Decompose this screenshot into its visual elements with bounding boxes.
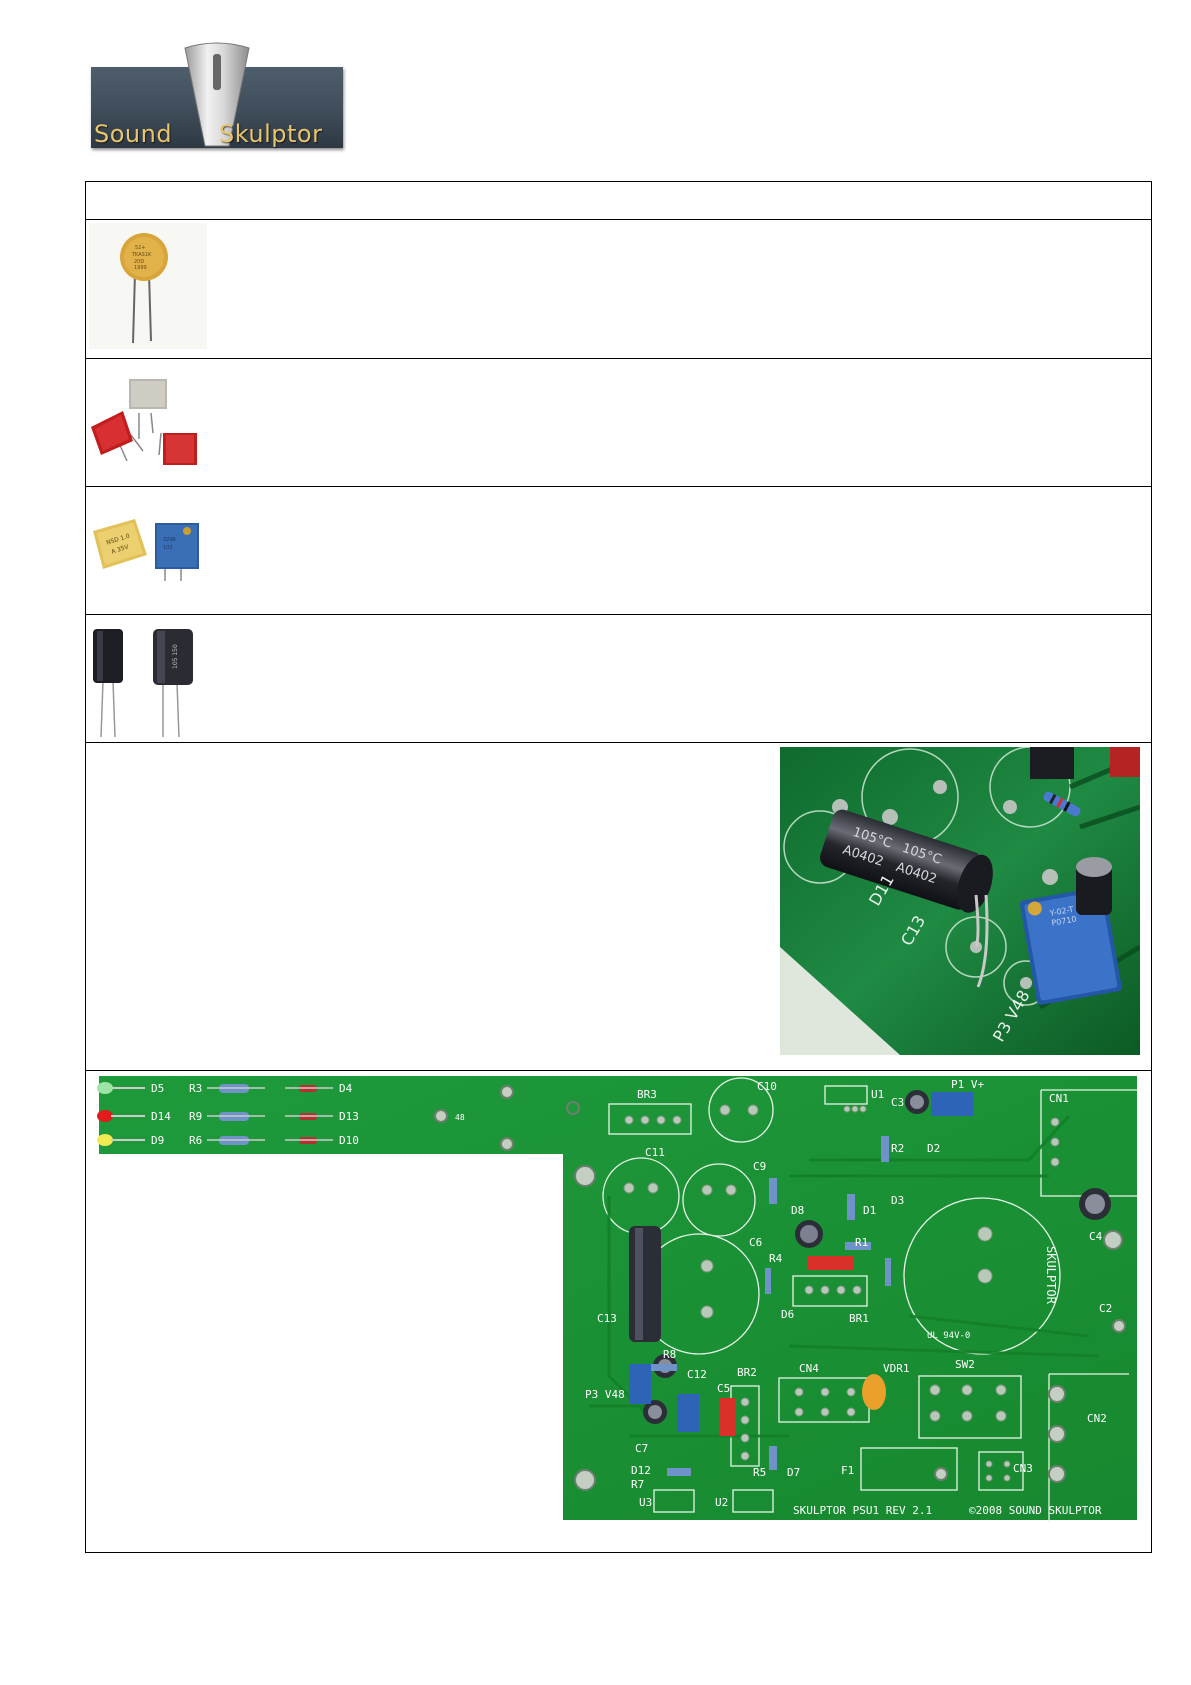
svg-text:SW2: SW2 xyxy=(955,1358,975,1371)
svg-text:VDR1: VDR1 xyxy=(883,1362,910,1375)
svg-text:F1: F1 xyxy=(841,1464,854,1477)
svg-text:R3: R3 xyxy=(189,1082,202,1095)
svg-text:CN3: CN3 xyxy=(1013,1462,1033,1475)
svg-text:CN1: CN1 xyxy=(1049,1092,1069,1105)
table-row: 52+ TKAS1K 20D 1999 xyxy=(86,220,1151,359)
svg-text:U1: U1 xyxy=(871,1088,884,1101)
svg-text:D1: D1 xyxy=(863,1204,876,1217)
svg-text:D10: D10 xyxy=(339,1134,359,1147)
svg-text:C2: C2 xyxy=(1099,1302,1112,1315)
sound-skulptor-logo: Sound Skulptor xyxy=(91,40,343,150)
svg-text:P1 V+: P1 V+ xyxy=(951,1078,984,1091)
svg-text:Y-02-T: Y-02-T xyxy=(1048,905,1074,918)
svg-text:U3: U3 xyxy=(639,1496,652,1509)
svg-text:D8: D8 xyxy=(791,1204,804,1217)
table-row xyxy=(86,359,1151,487)
svg-text:R7: R7 xyxy=(631,1478,644,1491)
svg-text:D6: D6 xyxy=(781,1308,794,1321)
svg-text:C6: C6 xyxy=(749,1236,762,1249)
svg-text:P3 V48: P3 V48 xyxy=(585,1388,625,1401)
svg-text:D4: D4 xyxy=(339,1082,353,1095)
table-row: 105 150 xyxy=(86,615,1151,743)
svg-text:D5: D5 xyxy=(151,1082,164,1095)
knob-icon xyxy=(184,42,250,147)
svg-text:C7: C7 xyxy=(635,1442,648,1455)
logo-word-skulptor: Skulptor xyxy=(219,120,323,148)
svg-text:TKAS1K: TKAS1K xyxy=(131,252,152,258)
svg-text:R8: R8 xyxy=(663,1348,676,1361)
svg-text:D13: D13 xyxy=(339,1110,359,1123)
svg-text:R4: R4 xyxy=(769,1252,783,1265)
svg-text:UL 94V-0: UL 94V-0 xyxy=(927,1331,970,1341)
svg-text:C4: C4 xyxy=(1089,1230,1103,1243)
svg-text:105 150: 105 150 xyxy=(172,644,179,669)
table-row: NSD 1.0 A 35V 3296 103 xyxy=(86,487,1151,615)
svg-text:103: 103 xyxy=(163,545,173,551)
tantalum-capacitor-and-trimmer-image: NSD 1.0 A 35V 3296 103 xyxy=(89,511,207,591)
svg-text:R9: R9 xyxy=(189,1110,202,1123)
svg-text:SKULPTOR PSU1 REV 2.1: SKULPTOR PSU1 REV 2.1 xyxy=(793,1504,932,1517)
table-header-row xyxy=(86,182,1151,220)
svg-text:R2: R2 xyxy=(891,1142,904,1155)
ceramic-disc-capacitor-image: 52+ TKAS1K 20D 1999 xyxy=(89,223,207,349)
svg-text:C10: C10 xyxy=(757,1080,777,1093)
svg-text:1999: 1999 xyxy=(134,265,147,271)
svg-text:D12: D12 xyxy=(631,1464,651,1477)
svg-text:48: 48 xyxy=(455,1113,465,1122)
svg-text:U2: U2 xyxy=(715,1496,728,1509)
svg-text:C13: C13 xyxy=(597,1312,617,1325)
svg-text:R1: R1 xyxy=(855,1236,868,1249)
svg-text:C12: C12 xyxy=(687,1368,707,1381)
svg-text:R5: R5 xyxy=(753,1466,766,1479)
svg-text:CN4: CN4 xyxy=(799,1362,819,1375)
svg-text:52+: 52+ xyxy=(135,245,146,251)
svg-text:D3: D3 xyxy=(891,1194,904,1207)
svg-text:R6: R6 xyxy=(189,1134,202,1147)
svg-text:D2: D2 xyxy=(927,1142,940,1155)
svg-text:C5: C5 xyxy=(717,1382,730,1395)
svg-text:CN2: CN2 xyxy=(1087,1412,1107,1425)
svg-text:C11: C11 xyxy=(645,1146,665,1159)
svg-text:©2008 SOUND SKULPTOR: ©2008 SOUND SKULPTOR xyxy=(969,1504,1102,1517)
electrolytic-capacitors-image: 105 150 xyxy=(89,625,207,739)
svg-text:P0710: P0710 xyxy=(1051,915,1077,928)
svg-text:D14: D14 xyxy=(151,1110,171,1123)
svg-text:D7: D7 xyxy=(787,1466,800,1479)
assembled-power-supply-pcb-photo: D5 D14 D9 R3 R9 R6 D4 D13 D10 48 BR3 C10… xyxy=(97,1076,1137,1522)
svg-text:BR1: BR1 xyxy=(849,1312,869,1325)
svg-text:D9: D9 xyxy=(151,1134,164,1147)
film-capacitors-image xyxy=(89,373,207,473)
component-table: 52+ TKAS1K 20D 1999 xyxy=(85,181,1152,1553)
svg-text:3296: 3296 xyxy=(163,537,176,543)
svg-text:20D: 20D xyxy=(134,259,144,265)
table-row: D5 D14 D9 R3 R9 R6 D4 D13 D10 48 BR3 C10… xyxy=(86,1071,1151,1552)
svg-text:C3: C3 xyxy=(891,1096,904,1109)
svg-text:BR3: BR3 xyxy=(637,1088,657,1101)
svg-text:C9: C9 xyxy=(753,1160,766,1173)
svg-text:SKULPTOR: SKULPTOR xyxy=(1044,1246,1058,1305)
svg-text:BR2: BR2 xyxy=(737,1366,757,1379)
logo-word-sound: Sound xyxy=(94,120,173,148)
